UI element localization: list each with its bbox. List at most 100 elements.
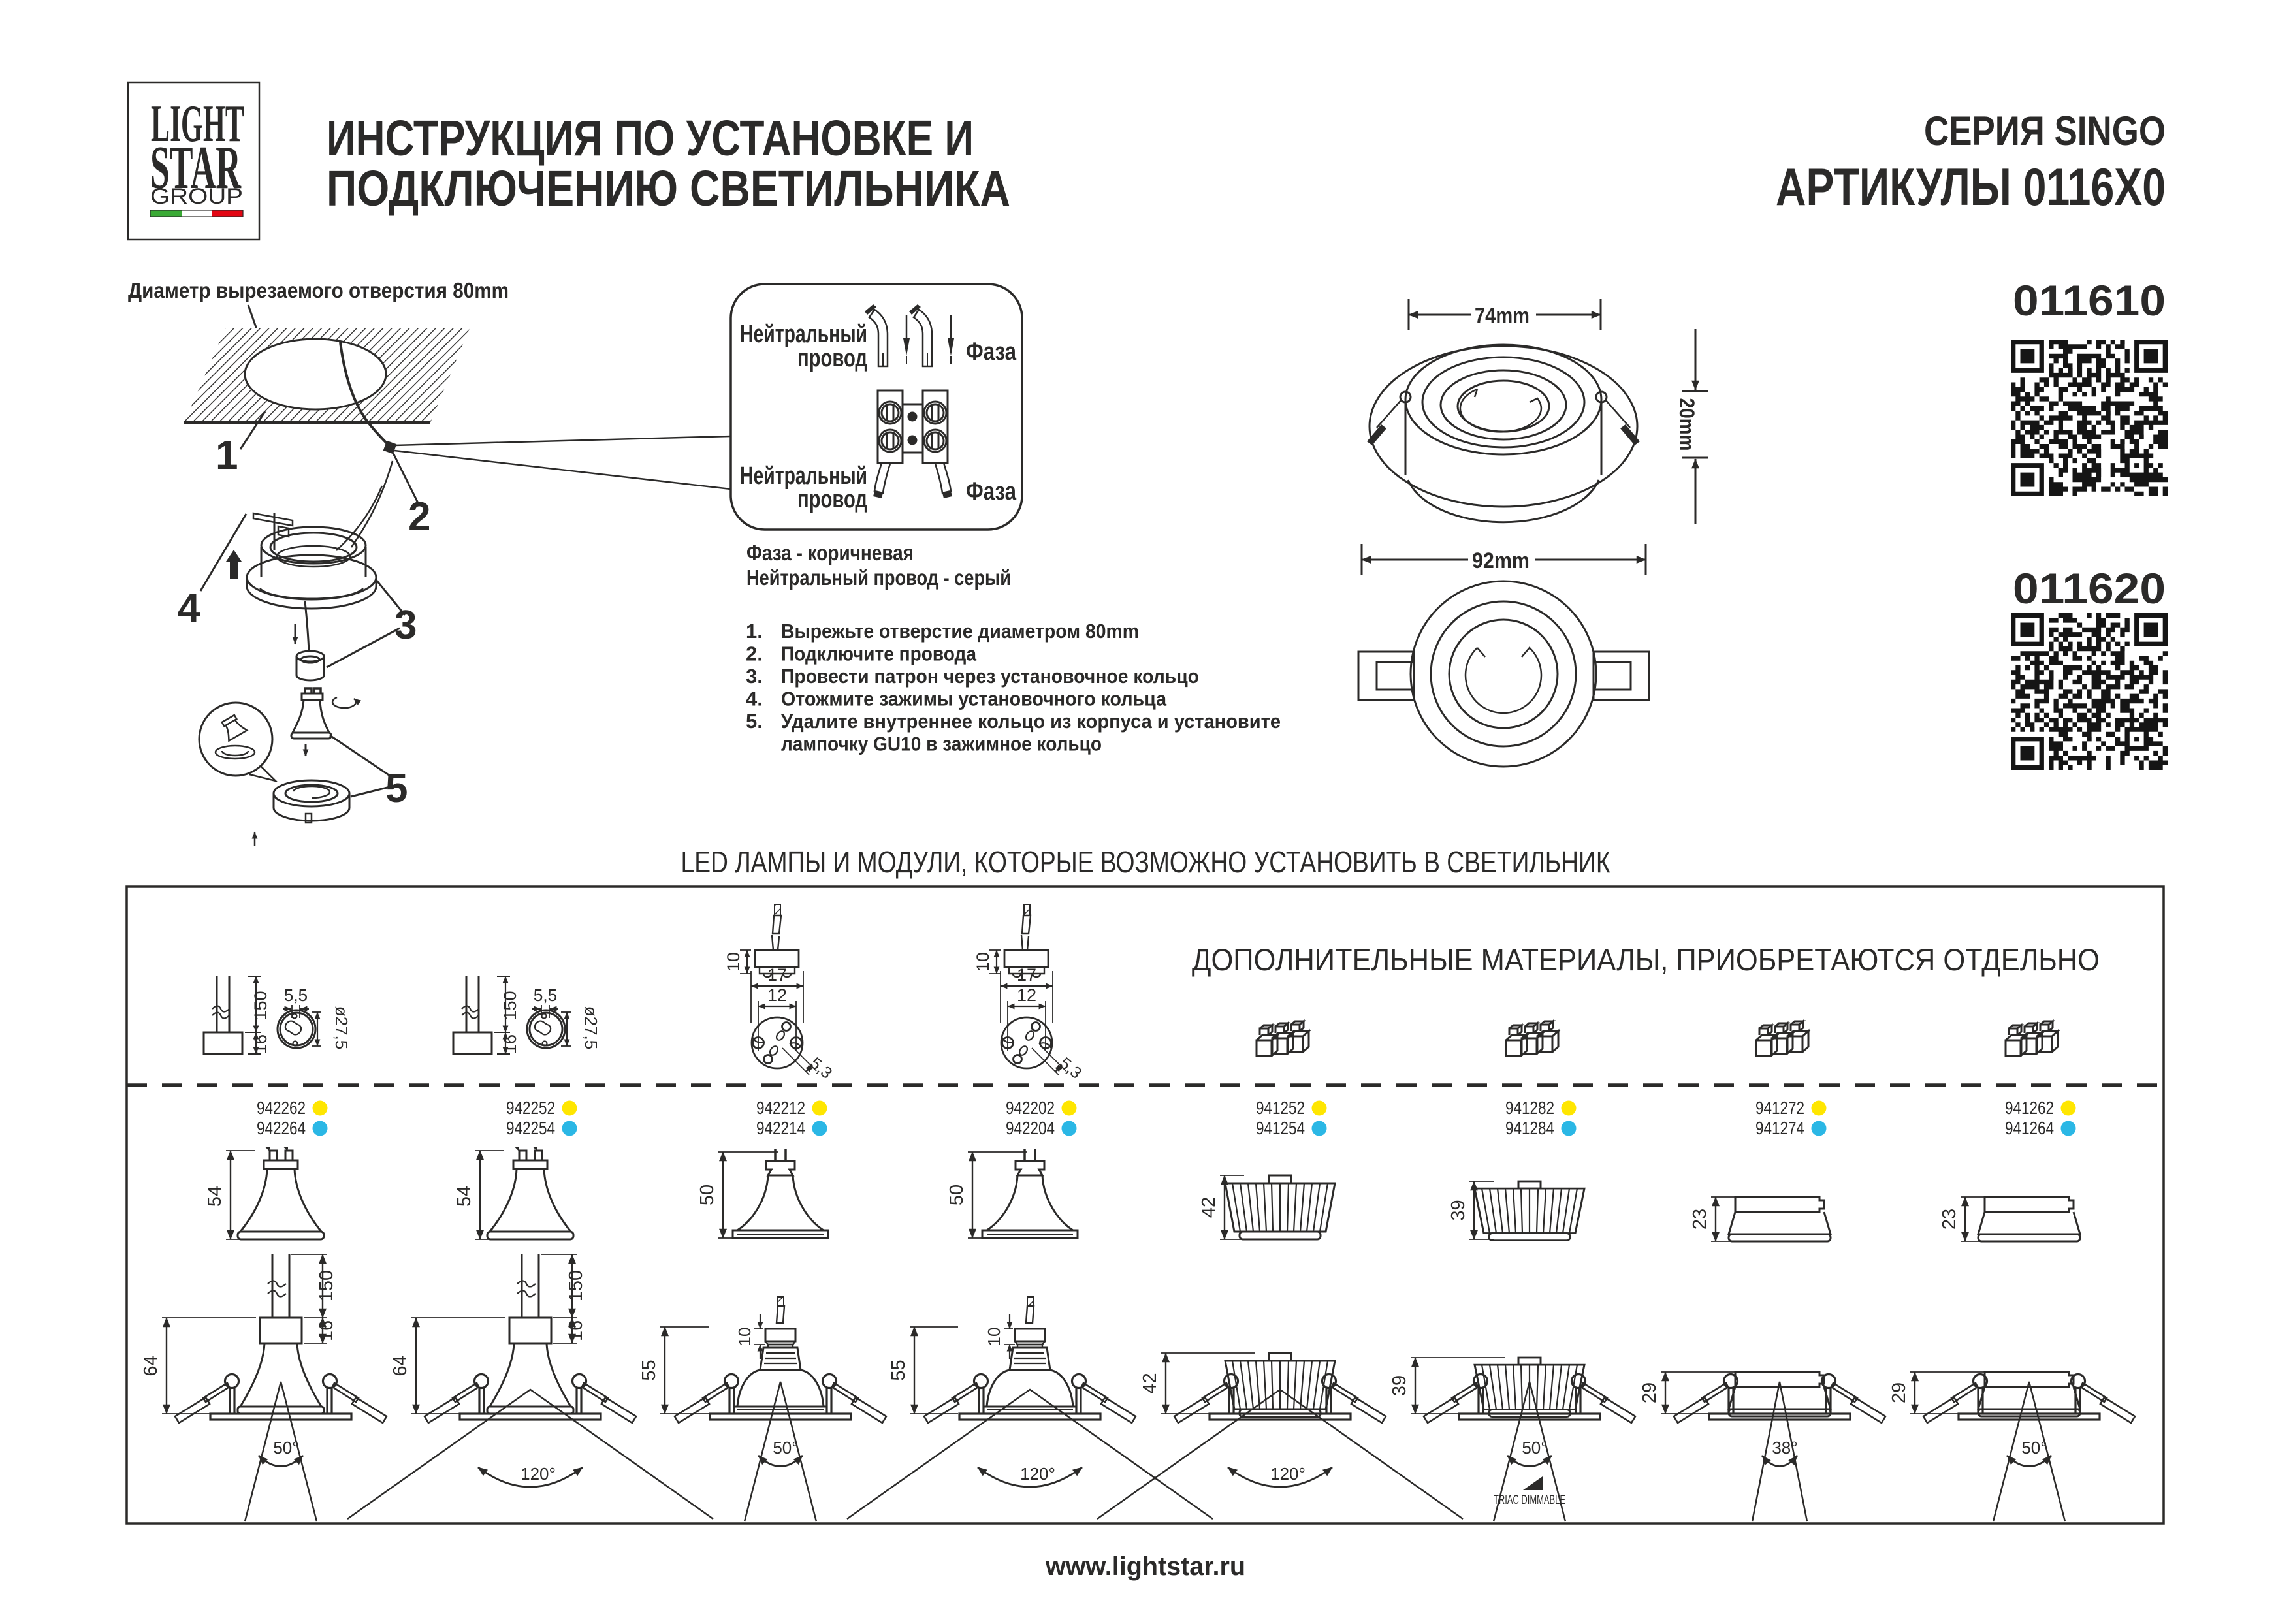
svg-text:942214: 942214 [756,1118,805,1138]
svg-text:64: 64 [140,1355,161,1376]
svg-text:29: 29 [1889,1382,1910,1403]
svg-text:Диаметр вырезаемого отверстия: Диаметр вырезаемого отверстия 80mm [128,278,509,302]
svg-text:www.lightstar.ru: www.lightstar.ru [1045,1552,1245,1581]
svg-text:23: 23 [1939,1209,1960,1230]
svg-text:941252: 941252 [1256,1098,1305,1118]
svg-text:провод: провод [797,345,867,372]
svg-text:Фаза - коричневая: Фаза - коричневая [746,541,914,565]
svg-text:941272: 941272 [1755,1098,1804,1118]
svg-text:941284: 941284 [1505,1118,1554,1138]
svg-text:5: 5 [385,766,408,811]
svg-text:Фаза: Фаза [966,338,1017,366]
svg-text:TRIAC DIMMABLE: TRIAC DIMMABLE [1494,1493,1565,1507]
svg-text:10: 10 [973,952,993,972]
svg-text:16: 16 [566,1320,586,1341]
svg-text:17: 17 [767,965,787,985]
svg-text:942264: 942264 [257,1118,306,1138]
svg-text:42: 42 [1140,1373,1161,1393]
svg-text:942254: 942254 [506,1118,555,1138]
svg-text:Вырежьте отверстие диаметром 8: Вырежьте отверстие диаметром 80mm [781,620,1139,643]
svg-text:011610: 011610 [2013,276,2166,325]
svg-text:провод: провод [797,486,867,513]
svg-text:50: 50 [697,1185,718,1205]
svg-text:ПОДКЛЮЧЕНИЮ СВЕТИЛЬНИКА: ПОДКЛЮЧЕНИЮ СВЕТИЛЬНИКА [327,161,1010,217]
svg-text:39: 39 [1448,1200,1469,1220]
svg-text:4.: 4. [746,688,763,710]
svg-text:20mm: 20mm [1675,398,1699,451]
svg-text:54: 54 [454,1186,475,1207]
svg-text:941254: 941254 [1256,1118,1305,1138]
svg-text:55: 55 [888,1360,909,1380]
svg-text:Отожмите зажимы установочного: Отожмите зажимы установочного кольца [781,688,1167,710]
svg-text:011620: 011620 [2013,564,2166,613]
svg-text:5,5: 5,5 [284,985,308,1005]
svg-text:941262: 941262 [2005,1098,2054,1118]
svg-text:5,5: 5,5 [534,985,557,1005]
svg-text:120°: 120° [1020,1464,1055,1484]
svg-text:12: 12 [767,985,787,1005]
svg-text:Нейтральный: Нейтральный [740,462,867,490]
svg-text:50°: 50° [773,1438,798,1457]
svg-text:50°: 50° [1522,1438,1547,1457]
svg-text:10: 10 [735,1328,754,1346]
svg-text:92mm: 92mm [1472,549,1530,573]
svg-text:3.: 3. [746,665,763,688]
svg-text:10: 10 [984,1328,1004,1346]
svg-text:10: 10 [724,952,743,972]
svg-text:942204: 942204 [1006,1118,1055,1138]
svg-text:GROUP: GROUP [150,184,243,209]
svg-text:5.: 5. [746,710,763,733]
svg-text:Подключите провода: Подключите провода [781,643,977,665]
svg-text:23: 23 [1690,1209,1710,1230]
svg-text:2: 2 [408,494,430,539]
svg-text:38°: 38° [1772,1438,1797,1457]
svg-text:120°: 120° [1270,1464,1306,1484]
svg-text:LIGHT: LIGHT [151,95,244,153]
svg-text:1.: 1. [746,620,763,643]
svg-text:Удалите внутреннее кольцо из к: Удалите внутреннее кольцо из корпуса и у… [781,710,1281,733]
svg-text:941282: 941282 [1505,1098,1554,1118]
svg-text:1: 1 [216,433,238,478]
svg-text:АРТИКУЛЫ 0116X0: АРТИКУЛЫ 0116X0 [1776,158,2166,217]
svg-text:СЕРИЯ SINGO: СЕРИЯ SINGO [1924,108,2166,154]
svg-text:39: 39 [1389,1375,1410,1396]
svg-text:942212: 942212 [756,1098,805,1118]
svg-text:лампочку GU10 в зажимное кольц: лампочку GU10 в зажимное кольцо [781,733,1102,756]
svg-text:STAR: STAR [150,134,242,202]
svg-text:42: 42 [1198,1197,1219,1218]
svg-text:55: 55 [639,1360,660,1380]
svg-text:150: 150 [566,1270,586,1301]
svg-text:Провести патрон через установо: Провести патрон через установочное кольц… [781,665,1199,688]
svg-text:120°: 120° [521,1464,556,1484]
svg-text:50°: 50° [2021,1438,2047,1457]
svg-text:ø27,5: ø27,5 [581,1006,601,1050]
svg-text:ДОПОЛНИТЕЛЬНЫЕ МАТЕРИАЛЫ, ПРИО: ДОПОЛНИТЕЛЬНЫЕ МАТЕРИАЛЫ, ПРИОБРЕТАЮТСЯ … [1192,942,2100,977]
svg-text:50°: 50° [273,1438,298,1457]
svg-text:Нейтральный провод - серый: Нейтральный провод - серый [746,565,1011,590]
svg-text:942252: 942252 [506,1098,555,1118]
svg-text:12: 12 [1017,985,1036,1005]
svg-text:941274: 941274 [1755,1118,1804,1138]
svg-text:LED ЛАМПЫ И МОДУЛИ, КОТОРЫЕ ВО: LED ЛАМПЫ И МОДУЛИ, КОТОРЫЕ ВОЗМОЖНО УСТ… [681,845,1610,879]
svg-text:Нейтральный: Нейтральный [740,321,867,348]
svg-text:942262: 942262 [257,1098,306,1118]
svg-text:29: 29 [1639,1382,1660,1403]
svg-text:941264: 941264 [2005,1118,2054,1138]
svg-text:3: 3 [394,603,417,648]
svg-text:150: 150 [251,991,270,1020]
svg-text:50: 50 [946,1185,967,1205]
svg-text:17: 17 [1017,965,1036,985]
svg-text:16: 16 [251,1034,270,1054]
svg-text:2.: 2. [746,643,763,665]
svg-text:150: 150 [500,991,520,1020]
svg-text:ИНСТРУКЦИЯ ПО УСТАНОВКЕ И: ИНСТРУКЦИЯ ПО УСТАНОВКЕ И [327,110,974,167]
svg-text:150: 150 [316,1270,337,1301]
svg-text:64: 64 [390,1355,411,1376]
svg-text:54: 54 [204,1186,225,1207]
svg-text:942202: 942202 [1006,1098,1055,1118]
svg-text:74mm: 74mm [1475,304,1530,328]
svg-text:4: 4 [178,586,200,631]
svg-text:Фаза: Фаза [966,478,1017,505]
svg-text:ø27,5: ø27,5 [332,1006,351,1050]
svg-text:16: 16 [316,1320,337,1341]
